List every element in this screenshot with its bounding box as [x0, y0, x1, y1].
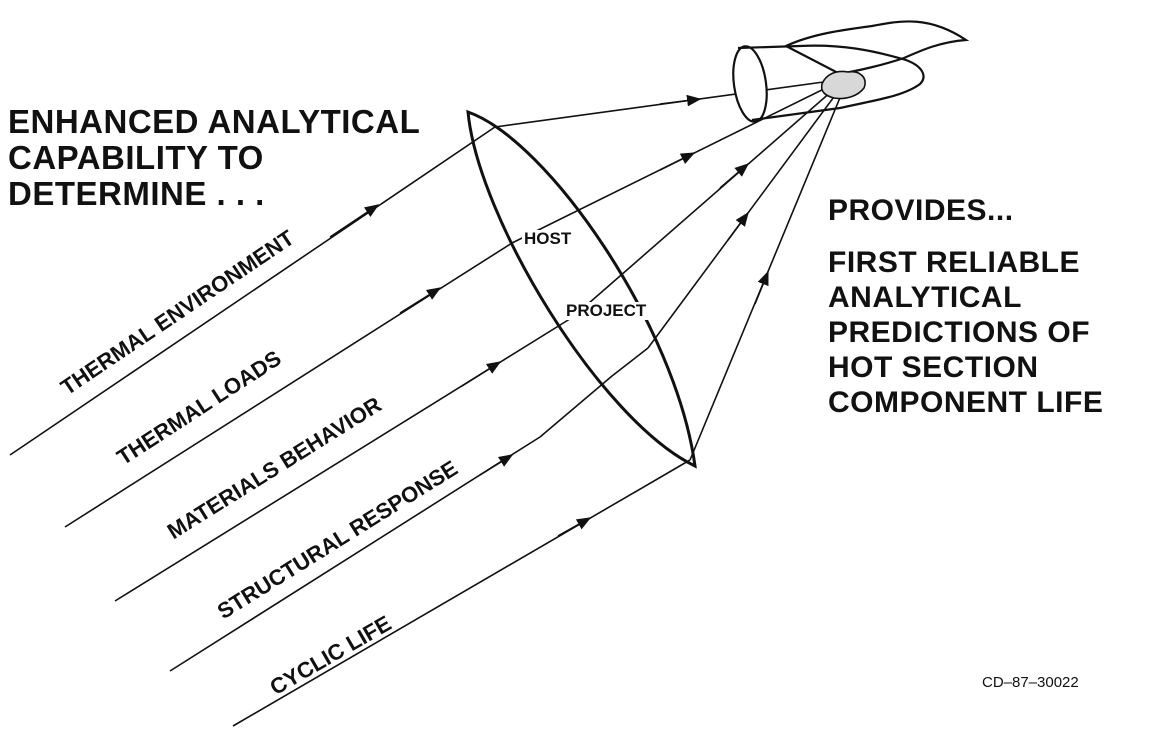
outcome-line-3: PREDICTIONS OF — [828, 316, 1091, 349]
outcome-title: PROVIDES... — [828, 194, 1014, 227]
heading-line-2: CAPABILITY TO — [8, 139, 264, 176]
figure-id: CD–87–30022 — [982, 674, 1079, 691]
outcome-line-5: COMPONENT LIFE — [828, 386, 1104, 419]
lens-label-project: PROJECT — [564, 301, 649, 320]
lens-shape — [466, 109, 697, 469]
outcome-line-1: FIRST RELIABLE — [828, 246, 1080, 279]
heading-line-1: ENHANCED ANALYTICAL — [8, 103, 421, 140]
stream-line-structural-response — [169, 436, 541, 672]
component-blade — [783, 20, 970, 76]
stream-line-thermal-environment — [9, 126, 496, 456]
stream-line-structural-response-arrow — [479, 454, 514, 476]
component-hot-spot — [820, 70, 866, 100]
stream-line-thermal-environment-arrow — [329, 204, 380, 238]
input-streams — [9, 126, 691, 727]
lens-label-host: HOST — [522, 229, 574, 248]
heading-line-3: DETERMINE . . . — [8, 175, 265, 212]
ray-1-arrow — [659, 94, 702, 107]
ray-3-arrow — [719, 163, 750, 189]
ray-3 — [572, 83, 841, 318]
stream-line-cyclic-life — [232, 459, 691, 727]
outcome-line-4: HOT SECTION — [828, 351, 1039, 384]
ray-2-arrow — [659, 152, 696, 171]
ray-5-arrow — [754, 270, 769, 305]
stream-line-cyclic-life-arrow — [557, 517, 592, 537]
lens-connectors — [539, 347, 649, 438]
connector-structural-response — [539, 347, 649, 438]
outcome-line-2: ANALYTICAL — [828, 281, 1022, 314]
host-project-lens — [466, 109, 697, 469]
converging-rays — [494, 79, 845, 461]
component-liner-rim — [732, 45, 768, 123]
hot-section-component — [732, 20, 970, 123]
stream-line-thermal-loads-arrow — [399, 287, 442, 314]
component-liner-body — [737, 44, 925, 122]
stream-line-materials-behavior-arrow — [461, 361, 502, 387]
ray-4-arrow — [727, 211, 749, 241]
